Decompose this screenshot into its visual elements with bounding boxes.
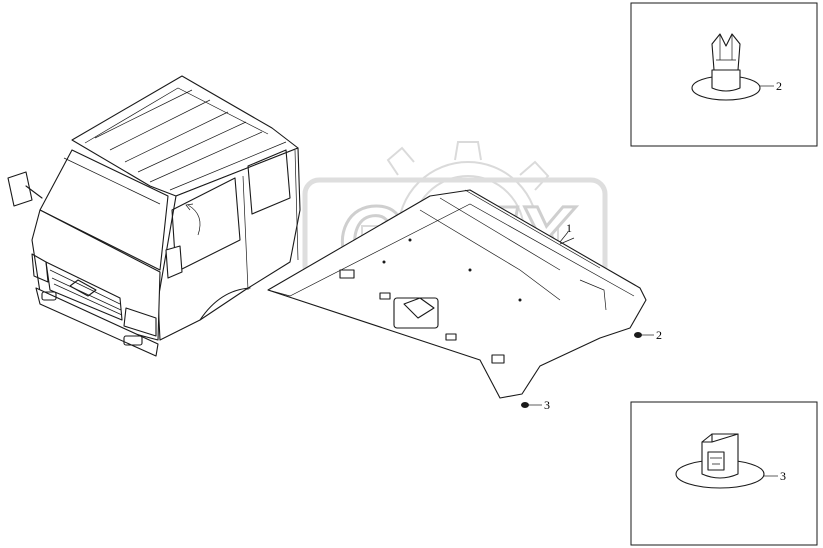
callout-3-main: 3 — [544, 398, 550, 412]
fastener-main: 3 — [521, 398, 550, 412]
callout-3-detail: 3 — [780, 469, 786, 483]
callout-2-main: 2 — [656, 328, 662, 342]
detail-box-fastener: 3 — [630, 401, 818, 546]
clip-icon — [691, 33, 761, 101]
fastener-icon — [675, 433, 765, 489]
detail-box-clip: 2 — [630, 2, 818, 147]
callout-1: 1 — [566, 221, 572, 235]
headliner: 1 — [267, 189, 647, 399]
callout-2-detail: 2 — [776, 79, 782, 93]
clip-main: 2 — [634, 328, 662, 342]
truck-cab — [7, 75, 301, 357]
